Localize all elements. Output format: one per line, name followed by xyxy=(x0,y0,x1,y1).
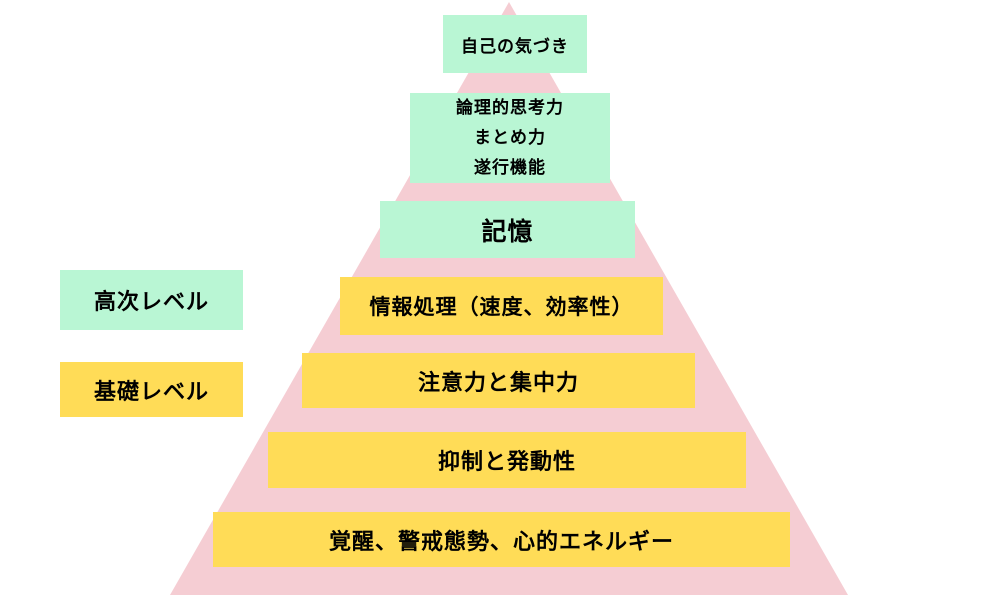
level-arousal: 覚醒、警戒態勢、心的エネルギー xyxy=(213,512,790,567)
side-label-basic-level: 基礎レベル xyxy=(60,362,243,417)
level-attention: 注意力と集中力 xyxy=(302,353,695,408)
level-memory: 記憶 xyxy=(380,201,635,258)
level-executive-function: 論理的思考力 まとめ力 遂行機能 xyxy=(410,93,610,183)
side-label-higher-level: 高次レベル xyxy=(60,270,243,330)
level-inhibition: 抑制と発動性 xyxy=(268,432,746,488)
level-self-awareness: 自己の気づき xyxy=(443,15,587,73)
level-processing: 情報処理（速度、効率性） xyxy=(340,277,663,335)
